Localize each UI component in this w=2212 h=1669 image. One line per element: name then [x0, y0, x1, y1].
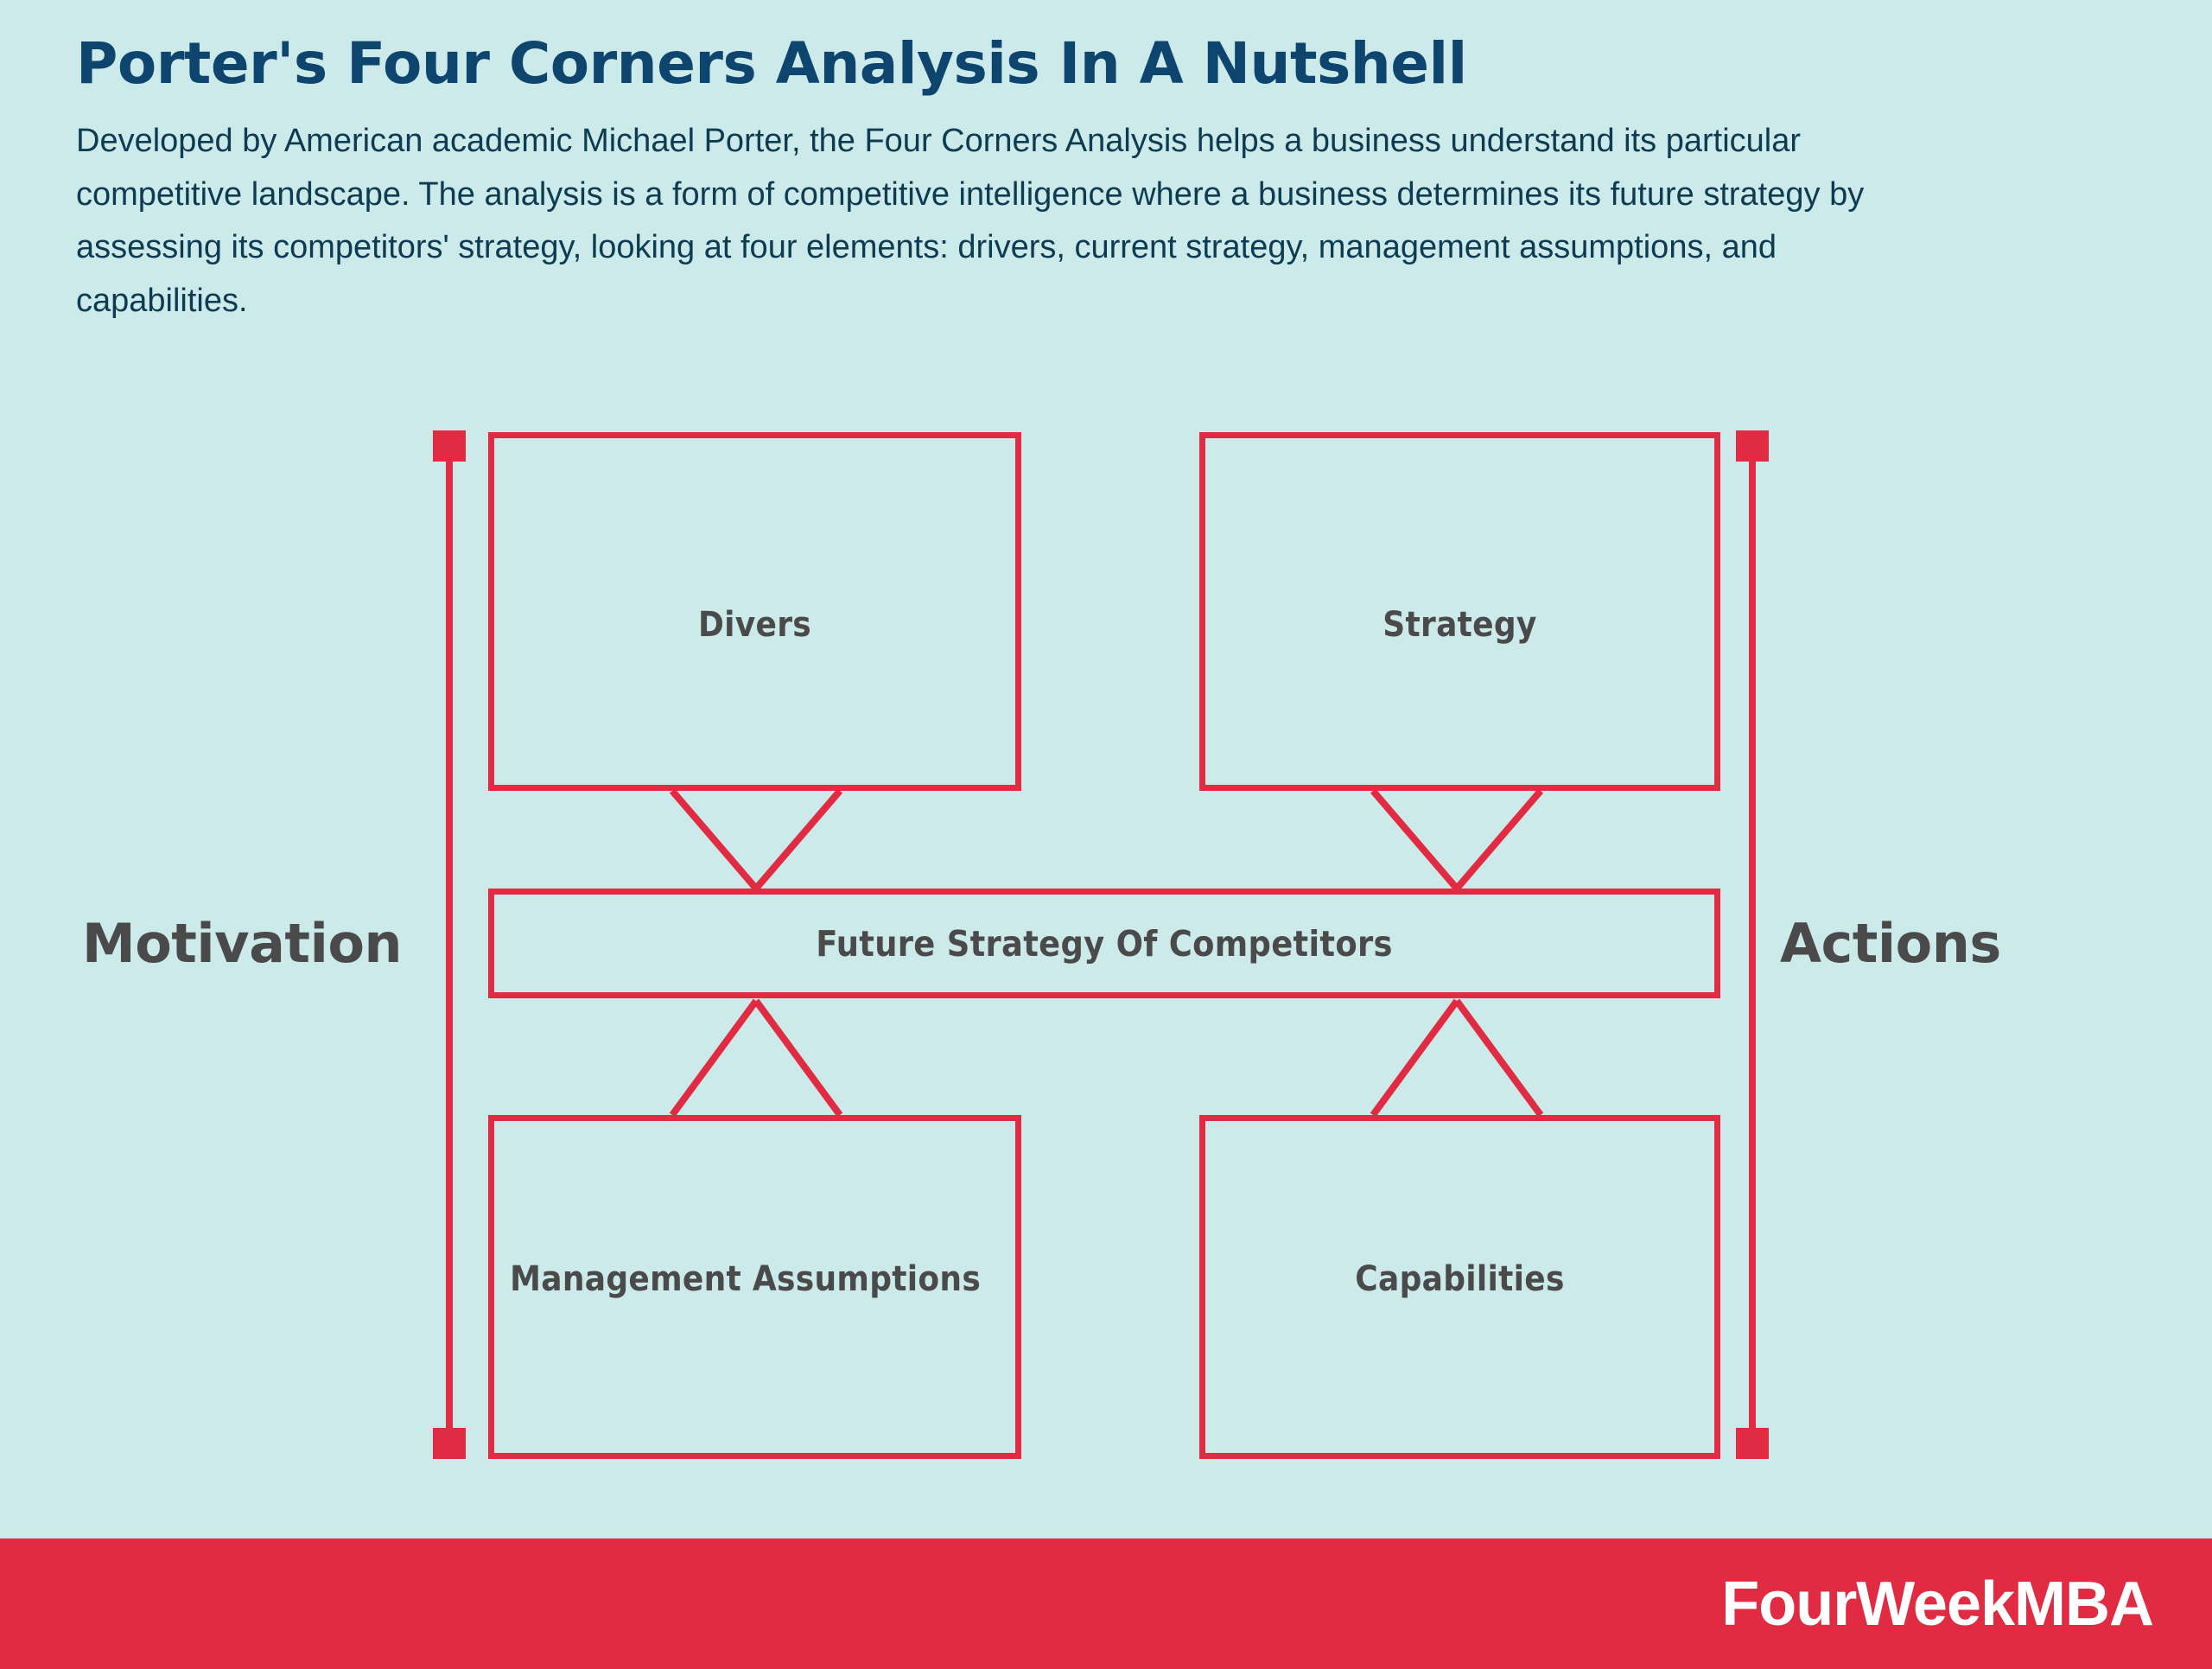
node-future-strategy-label: Future Strategy Of Competitors [816, 922, 1393, 965]
diagram-connectors [433, 430, 1769, 1459]
motivation-top-cap-icon [433, 430, 466, 462]
connector-divers-to-center-icon [669, 788, 843, 891]
brand-logo: FourWeekMBA [1721, 1569, 2154, 1639]
node-future-strategy-of-competitors[interactable]: Future Strategy Of Competitors [488, 889, 1720, 998]
connector-strategy-to-center-icon [1370, 788, 1544, 891]
connector-svg [433, 430, 1769, 1459]
actions-top-cap-icon [1736, 430, 1769, 462]
side-label-motivation: Motivation [82, 912, 403, 975]
connector-center-to-assumptions-icon [669, 998, 843, 1118]
header: Porter's Four Corners Analysis In A Nuts… [76, 35, 2046, 328]
actions-bracket [1736, 430, 1769, 1459]
side-label-actions: Actions [1780, 912, 2001, 975]
node-drivers[interactable]: Divers [488, 432, 1021, 791]
motivation-bracket [433, 430, 466, 1459]
node-drivers-label: Divers [697, 605, 812, 645]
node-strategy-label: Strategy [1382, 605, 1537, 645]
actions-vertical-line [1749, 432, 1756, 1459]
footer-bar: FourWeekMBA [0, 1538, 2212, 1669]
motivation-bottom-cap-icon [433, 1428, 466, 1459]
node-strategy[interactable]: Strategy [1199, 432, 1720, 791]
page-title: Porter's Four Corners Analysis In A Nuts… [76, 30, 1467, 97]
node-management-assumptions[interactable]: Management Assumptions [488, 1115, 1021, 1459]
actions-bottom-cap-icon [1736, 1428, 1769, 1459]
node-capabilities-label: Capabilities [1355, 1259, 1565, 1299]
node-management-assumptions-label: Management Assumptions [510, 1259, 982, 1299]
connector-center-to-capabilities-icon [1370, 998, 1544, 1118]
page-description: Developed by American academic Michael P… [76, 123, 1865, 319]
node-capabilities[interactable]: Capabilities [1199, 1115, 1720, 1459]
motivation-vertical-line [446, 432, 453, 1459]
